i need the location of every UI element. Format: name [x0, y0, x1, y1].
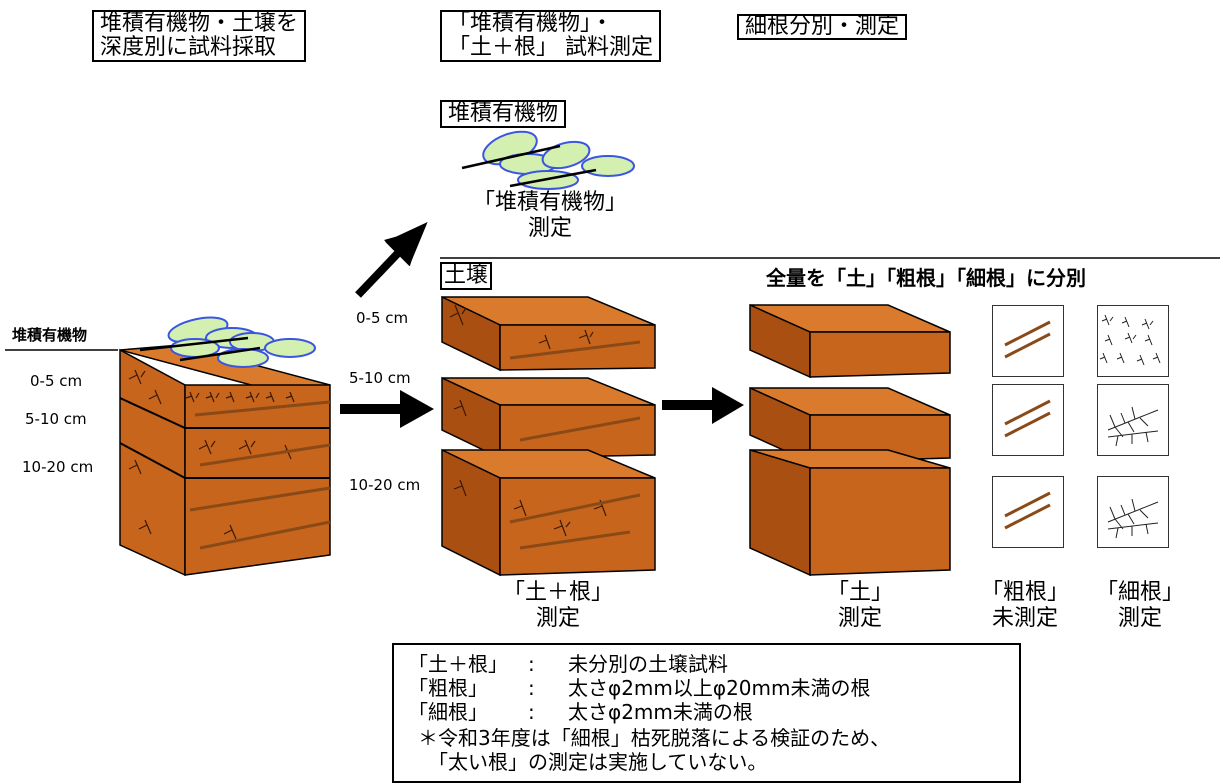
legend-sep-1: : — [528, 652, 535, 676]
soil-title: 土壌 — [440, 262, 493, 290]
legend-note-1: ＊令和3年度は「細根」枯死脱落による検証のため、 — [418, 726, 891, 750]
soil-column-block — [119, 344, 331, 577]
left-organic-label: 堆積有機物 — [12, 326, 88, 344]
organic-caption: 「堆積有機物」 測定 — [472, 190, 627, 241]
fine-root-box-1 — [1097, 305, 1169, 377]
litter-top — [482, 130, 635, 190]
legend-row-3: 「細根」: 太さφ2mm未満の根 — [408, 701, 753, 723]
header-measure-soil-root: 「堆積有機物」・ 「土＋根」 試料測定 — [440, 10, 661, 62]
legend-desc-1: 未分別の土壌試料 — [568, 652, 728, 676]
mid-depth-5-10: 5-10 cm — [349, 369, 411, 387]
header-sampling: 堆積有機物・土壌を 深度別に試料採取 — [92, 10, 307, 62]
legend-row-2: 「粗根」: 太さφ2mm以上φ20mm未満の根 — [408, 677, 871, 699]
soil-only-blocks — [749, 303, 951, 577]
legend-row-1: 「土＋根」: 未分別の土壌試料 — [408, 653, 728, 675]
caption-coarse: 「粗根」 未測定 — [980, 580, 1069, 631]
coarse-root-box-3 — [992, 476, 1064, 548]
legend-box: 「土＋根」: 未分別の土壌試料 「粗根」: 太さφ2mm以上φ20mm未満の根 「細… — [392, 643, 1021, 783]
legend-term-2: 「粗根」 — [408, 676, 488, 700]
mid-depth-0-5: 0-5 cm — [356, 309, 409, 327]
left-depth-0-5: 0-5 cm — [30, 372, 83, 390]
left-depth-10-20: 10-20 cm — [22, 458, 94, 476]
header-fine-root-sort: 細根分別・測定 — [737, 14, 908, 40]
legend-note-2: 「太い根」の測定は実施していない。 — [428, 750, 768, 774]
arrows — [340, 222, 744, 428]
sort-all-label: 全量を「土」「粗根」「細根」に分別 — [766, 266, 1086, 290]
coarse-root-box-1 — [992, 305, 1064, 377]
legend-sep-3: : — [528, 700, 535, 724]
mid-depth-10-20: 10-20 cm — [349, 476, 421, 494]
soil-root-blocks — [441, 295, 656, 577]
left-depth-5-10: 5-10 cm — [25, 410, 87, 428]
legend-desc-2: 太さφ2mm以上φ20mm未満の根 — [568, 676, 871, 700]
fine-root-box-3 — [1097, 476, 1169, 548]
legend-desc-3: 太さφ2mm未満の根 — [568, 700, 753, 724]
legend-sep-2: : — [528, 676, 535, 700]
caption-soil-root: 「土＋根」 測定 — [502, 580, 613, 631]
caption-fine: 「細根」 測定 — [1095, 580, 1184, 631]
caption-soil: 「土」 測定 — [826, 580, 893, 631]
coarse-root-box-2 — [992, 384, 1064, 456]
legend-term-1: 「土＋根」 — [408, 652, 508, 676]
legend-term-3: 「細根」 — [408, 700, 488, 724]
fine-root-box-2 — [1097, 384, 1169, 456]
organic-title: 堆積有機物 — [440, 100, 567, 128]
